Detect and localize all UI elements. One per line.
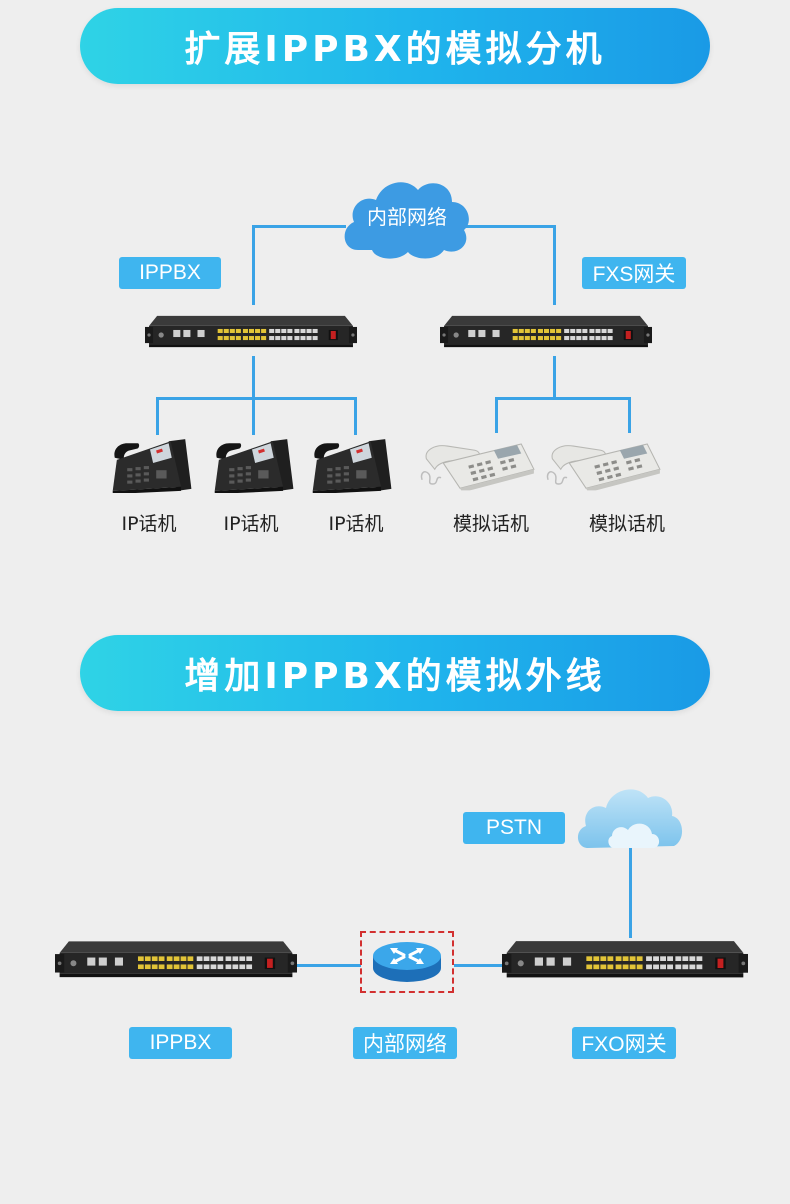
cloud-label: 内部网络 xyxy=(367,205,447,229)
pstn-tag: PSTN xyxy=(463,812,565,844)
router-highlight xyxy=(360,931,454,993)
connector-line xyxy=(252,397,255,435)
analog-phone-label: 模拟话机 xyxy=(588,513,665,535)
ip-phone-icon xyxy=(108,435,192,493)
fxs-gateway-device-icon xyxy=(440,310,652,356)
connector-line xyxy=(156,397,159,435)
connector-line xyxy=(553,225,556,305)
section2-title-banner: 增加IPPBX的模拟外线 xyxy=(80,635,710,711)
fxo-gateway-tag: FXO网关 xyxy=(572,1027,676,1059)
section2-title: 增加IPPBX的模拟外线 xyxy=(184,656,606,697)
connector-line xyxy=(495,397,498,433)
analog-phone-icon xyxy=(546,436,662,492)
ip-phone-label: IP话机 xyxy=(328,513,384,535)
pstn-cloud-icon xyxy=(577,789,683,848)
connector-line xyxy=(354,397,357,435)
connector-line xyxy=(156,397,357,400)
section1-title-banner: 扩展IPPBX的模拟分机 xyxy=(80,8,710,84)
section1-title: 扩展IPPBX的模拟分机 xyxy=(184,29,606,70)
connector-line xyxy=(629,848,632,938)
ip-phone-label: IP话机 xyxy=(121,513,177,535)
ip-phone-icon xyxy=(210,435,294,493)
internal-network-tag: 内部网络 xyxy=(353,1027,457,1059)
connector-line xyxy=(297,964,361,967)
connector-line xyxy=(252,356,255,398)
connector-line xyxy=(553,356,556,398)
analog-phone-label: 模拟话机 xyxy=(452,513,529,535)
ip-phone-label: IP话机 xyxy=(223,513,279,535)
ip-phone-icon xyxy=(308,435,392,493)
connector-line xyxy=(252,225,346,228)
analog-phone-icon xyxy=(420,436,536,492)
connector-line xyxy=(495,397,631,400)
router-icon xyxy=(373,942,441,982)
fxs-gateway-tag: FXS网关 xyxy=(582,257,686,289)
ippbx-device-icon xyxy=(145,310,357,356)
fxo-gateway-device-icon xyxy=(502,938,748,984)
ippbx-tag: IPPBX xyxy=(129,1027,232,1059)
cloud-icon xyxy=(344,182,469,259)
connector-line xyxy=(454,964,502,967)
connector-line xyxy=(628,397,631,433)
ippbx-tag: IPPBX xyxy=(119,257,221,289)
connector-line xyxy=(252,225,255,305)
ippbx-device-icon xyxy=(55,938,297,984)
connector-line xyxy=(462,225,556,228)
